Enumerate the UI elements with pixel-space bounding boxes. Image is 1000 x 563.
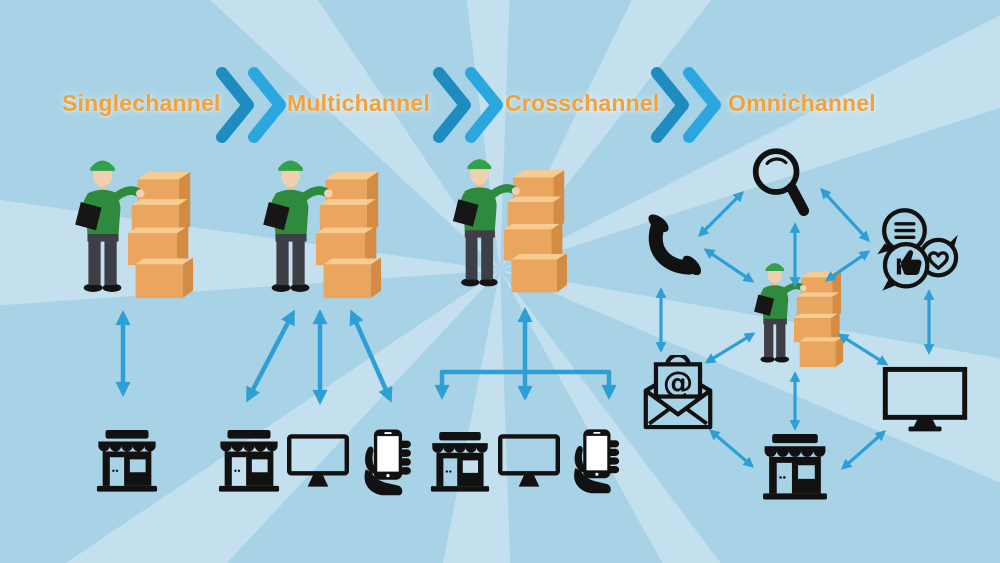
social-media-icon <box>877 210 957 290</box>
worker-with-boxes-figure <box>75 161 193 299</box>
double-chevron-icon <box>651 67 721 143</box>
arrow-email-store <box>708 429 755 468</box>
smartphone-in-hand-icon <box>364 429 411 496</box>
arrow-multichannel-mobile <box>349 309 393 403</box>
email-envelope-icon <box>646 355 710 427</box>
arrow-email-worker <box>704 332 756 364</box>
double-chevron-icon <box>216 67 286 143</box>
stage-label-singlechannel: Singlechannel <box>62 90 221 116</box>
arrow-store-desktop <box>840 430 887 470</box>
arrow-search-social <box>820 187 870 243</box>
stage-label-multichannel: Multichannel <box>287 90 430 116</box>
stage-label-crosschannel: Crosschannel <box>505 90 660 116</box>
search-magnifier-icon <box>756 151 804 211</box>
arrow-phone-search <box>698 191 744 237</box>
storefront-icon <box>96 430 158 492</box>
phone-handset-icon <box>645 211 704 278</box>
arrow-phone-worker <box>703 248 755 283</box>
worker-with-boxes-figure <box>453 159 567 292</box>
desktop-monitor-outline-icon <box>885 369 964 431</box>
arrow-multichannel-store <box>246 309 295 403</box>
storefront-icon <box>763 434 827 500</box>
arrow-crosschannel-branches <box>434 369 617 400</box>
arrow-social-worker <box>824 250 871 282</box>
desktop-monitor-icon <box>289 436 347 486</box>
desktop-monitor-icon <box>500 436 558 486</box>
storefront-icon <box>430 432 490 492</box>
smartphone-in-hand-icon <box>574 429 620 494</box>
double-chevron-icon <box>433 67 503 143</box>
storefront-icon <box>218 430 280 492</box>
arrow-worker-desktop <box>837 333 889 366</box>
stage-label-omnichannel: Omnichannel <box>728 90 876 116</box>
worker-with-boxes-figure <box>263 161 381 299</box>
